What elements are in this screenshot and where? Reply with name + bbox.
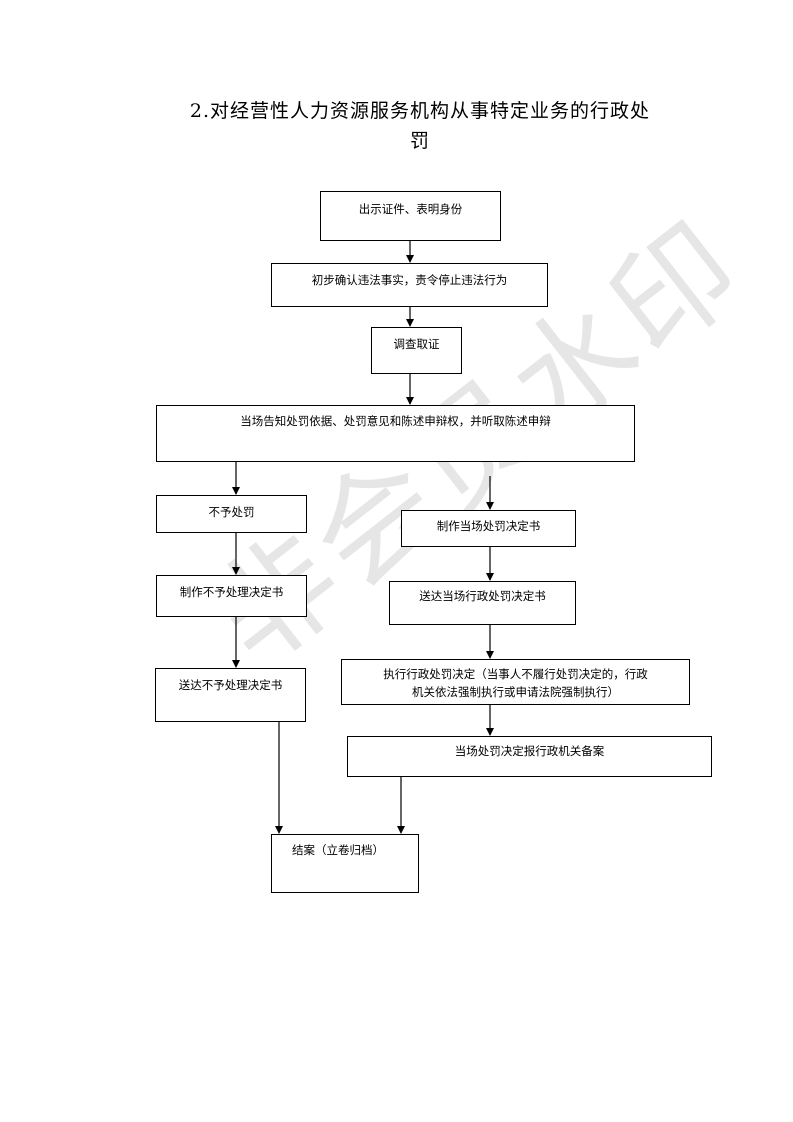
page-title-continued: 罚 — [409, 130, 430, 152]
step-file-record: 当场处罚决定报行政机关备案 — [347, 736, 712, 777]
step-execute-penalty: 执行行政处罚决定（当事人不履行处罚决定的，行政 机关依法强制执行或申请法院强制执… — [341, 659, 690, 705]
step-investigate: 调查取证 — [371, 327, 462, 374]
step-deliver-onsite-decision: 送达当场行政处罚决定书 — [389, 581, 576, 625]
page-title: 2.对经营性人力资源服务机构从事特定业务的行政处 — [189, 100, 651, 122]
step-close-case: 结案（立卷归档） — [271, 834, 419, 893]
step-inform-and-hear: 当场告知处罚依据、处罚意见和陈述申辩权，并听取陈述申辩 — [156, 405, 635, 462]
step-label: 当场处罚决定报行政机关备案 — [454, 744, 605, 758]
step-label: 送达当场行政处罚决定书 — [419, 589, 546, 603]
step-label-line1: 执行行政处罚决定（当事人不履行处罚决定的，行政 — [383, 667, 648, 681]
step-make-no-penalty-decision: 制作不予处理决定书 — [156, 575, 307, 617]
step-label: 调查取证 — [393, 337, 440, 351]
step-label: 制作当场处罚决定书 — [436, 519, 541, 533]
step-deliver-no-penalty-decision: 送达不予处理决定书 — [155, 668, 306, 722]
step-label: 当场告知处罚依据、处罚意见和陈述申辩权，并听取陈述申辩 — [240, 414, 551, 428]
step-label: 结案（立卷归档） — [292, 843, 384, 857]
step-label: 不予处罚 — [208, 505, 255, 519]
step-label-line2: 机关依法强制执行或申请法院强制执行） — [412, 685, 619, 699]
step-label: 初步确认违法事实，责令停止违法行为 — [311, 273, 508, 287]
step-make-onsite-decision: 制作当场处罚决定书 — [401, 510, 576, 547]
step-show-credentials: 出示证件、表明身份 — [320, 191, 501, 241]
step-confirm-violation: 初步确认违法事实，责令停止违法行为 — [271, 263, 548, 307]
step-label: 出示证件、表明身份 — [358, 202, 463, 216]
step-label: 制作不予处理决定书 — [179, 585, 284, 599]
step-label: 送达不予处理决定书 — [178, 678, 283, 692]
step-no-penalty: 不予处罚 — [156, 495, 307, 533]
